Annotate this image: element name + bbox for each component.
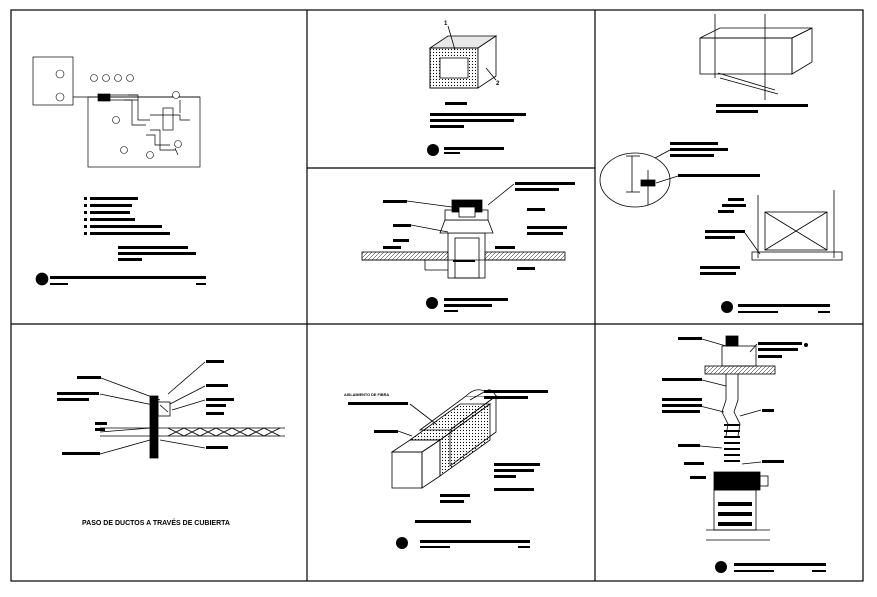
sheet-frame <box>10 9 864 582</box>
panel-insulated-duct <box>348 389 548 549</box>
callout-circles <box>55 69 182 159</box>
panel-roof-penetration <box>57 360 285 459</box>
panel-piping-schematic <box>32 56 206 286</box>
panel-duct-hanger <box>599 14 843 313</box>
detail-marker-icon <box>715 561 727 573</box>
panel-duct-block <box>427 25 526 156</box>
callout-number-1: 1 <box>444 21 448 27</box>
detail-marker-icon <box>721 301 733 313</box>
panel-roof-curb <box>361 182 575 312</box>
callout-number-2: 2 <box>496 81 500 87</box>
legend-bars <box>50 197 206 285</box>
detail-marker-icon <box>35 272 49 286</box>
roof-pass-title: PASO DE DUCTOS A TRAVÉS DE CUBIERTA <box>82 518 230 527</box>
detail-marker-icon <box>426 297 438 309</box>
panel-vertical-assembly <box>662 335 826 573</box>
insulation-label: AISLAMIENTO DE FIBRA <box>344 393 389 397</box>
detail-marker-icon <box>427 144 439 156</box>
detail-marker-icon <box>396 537 408 549</box>
